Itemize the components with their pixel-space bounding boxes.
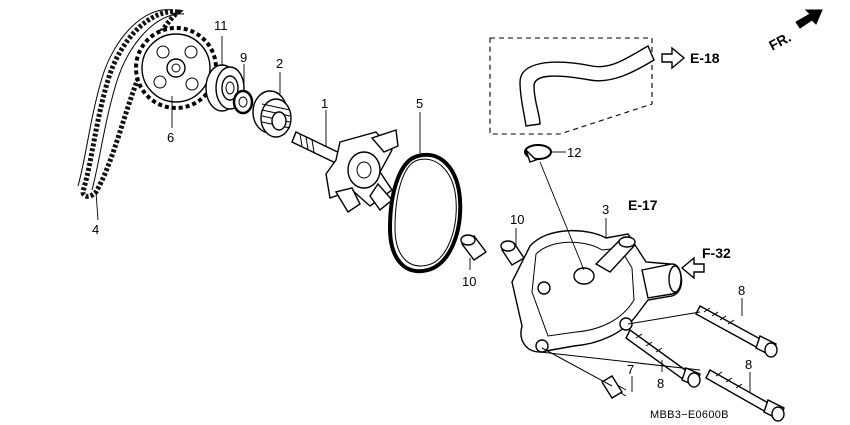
ref-front: FR. [766, 29, 793, 54]
water-pump-sprocket[interactable] [134, 26, 218, 110]
front-arrow-icon [795, 9, 823, 29]
e18-arrow-icon [661, 46, 686, 70]
oil-seal[interactable] [232, 89, 254, 115]
hose-connection-line [539, 161, 585, 271]
bolt-line-lower [539, 351, 701, 371]
label-part-1: 1 [321, 96, 328, 111]
label-part-9: 9 [240, 50, 247, 65]
bolt-line-upper [627, 311, 701, 325]
water-hose-assembly [489, 37, 655, 135]
label-part-8-upper: 8 [738, 283, 745, 298]
bolt-7[interactable] [541, 347, 627, 399]
pump-shaft-impeller[interactable] [291, 129, 399, 213]
bolt-8-lower[interactable] [705, 369, 785, 422]
label-part-12: 12 [567, 145, 581, 160]
label-part-10-left: 10 [462, 274, 476, 289]
label-part-6: 6 [167, 130, 174, 145]
label-part-11: 11 [214, 18, 228, 33]
label-part-8-lower: 8 [745, 357, 752, 372]
ref-f32[interactable]: F-32 [702, 245, 731, 261]
ref-e17[interactable]: E-17 [628, 197, 658, 213]
cam-chain[interactable] [77, 9, 185, 199]
diagram-code: MBB3−E0600B [650, 409, 729, 421]
hose-clamp[interactable] [524, 144, 552, 163]
dowel-pin-left[interactable] [460, 234, 488, 261]
water-pump-cover[interactable] [511, 230, 683, 353]
bolt-8-middle[interactable] [625, 328, 701, 388]
ref-e18[interactable]: E-18 [690, 50, 720, 66]
label-part-7: 7 [627, 362, 634, 377]
bolt-8-upper[interactable] [695, 305, 778, 358]
f32-arrow-icon [680, 256, 705, 280]
label-part-8-middle: 8 [657, 376, 664, 391]
label-part-4: 4 [92, 222, 99, 237]
label-part-5: 5 [416, 96, 423, 111]
dowel-pin-right[interactable] [500, 240, 525, 266]
mechanical-seal[interactable] [252, 90, 292, 138]
o-ring[interactable] [387, 152, 463, 274]
label-part-10-right: 10 [510, 212, 524, 227]
label-part-3: 3 [602, 202, 609, 217]
leader-lines [95, 36, 751, 392]
label-part-2: 2 [276, 56, 283, 71]
